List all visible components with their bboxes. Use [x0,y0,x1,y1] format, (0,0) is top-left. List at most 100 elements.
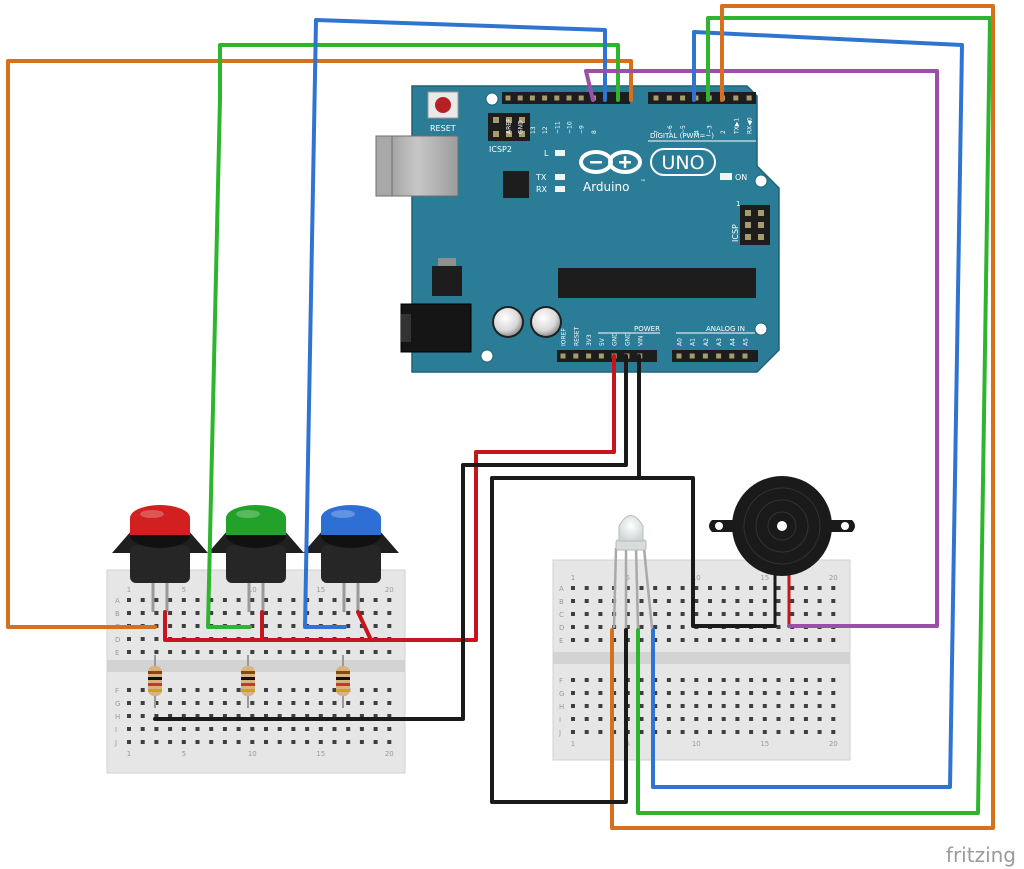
breadboard-hole [250,714,255,718]
breadboard-hole [277,701,282,705]
header-pin [529,95,535,101]
icsp2-label: ICSP2 [489,145,512,154]
breadboard-hole [318,688,323,692]
breadboard-hole [250,701,255,705]
breadboard-hole [639,730,644,734]
push-button-green[interactable] [208,505,304,612]
breadboard-col-label: 5 [182,750,186,758]
breadboard-hole [612,717,617,721]
breadboard-hole [346,701,351,705]
breadboard-hole [318,714,323,718]
push-button-red[interactable] [112,505,208,612]
breadboard-hole [236,740,241,744]
breadboard-hole [264,727,268,731]
breadboard-hole [666,625,671,629]
breadboard-hole [140,727,145,731]
breadboard-hole [666,691,671,695]
power-jack [400,303,472,353]
breadboard-hole [762,691,767,695]
wire-red-5v [163,354,616,642]
breadboard-hole [264,650,268,654]
breadboard-hole [291,727,296,731]
breadboard-hole [236,727,241,731]
breadboard-hole [735,678,740,682]
header-pin [578,95,584,101]
breadboard-hole [140,650,145,654]
breadboard-hole [790,717,795,721]
breadboard-row-label: B [559,598,564,606]
breadboard-hole [790,730,795,734]
breadboard-hole [277,688,282,692]
breadboard-hole [127,727,131,731]
breadboard-hole [790,612,795,616]
breadboard-hole [584,625,589,629]
pin-label: 3V3 [586,334,593,346]
breadboard-hole [305,740,310,744]
breadboard-hole [250,624,255,628]
breadboard-hole [359,624,364,628]
breadboard-hole [735,717,740,721]
breadboard-hole [790,691,795,695]
breadboard-hole [195,650,200,654]
breadboard-hole [359,740,364,744]
breadboard-hole [790,599,795,603]
reset-button[interactable] [427,91,459,119]
breadboard-hole [735,638,740,642]
fritzing-watermark: fritzing [946,843,1016,867]
breadboard-hole [571,678,575,682]
wire-blue-pin4 [651,30,964,789]
breadboard-hole [735,730,740,734]
breadboard-hole [803,730,808,734]
breadboard-hole [332,598,337,602]
breadboard-hole [154,611,159,615]
wire-red-5v-branch [356,610,373,642]
breadboard-hole [666,704,671,708]
breadboard-row-label: D [115,636,120,644]
breadboard-hole [209,740,214,744]
wire-blue-pin10 [303,18,607,629]
breadboard-hole [762,678,767,682]
breadboard-hole [264,701,268,705]
breadboard-hole [817,678,822,682]
breadboard-hole [749,638,754,642]
breadboard-hole [749,730,754,734]
l-label: L [544,149,549,158]
breadboard-col-label: 20 [385,586,394,594]
icsp-label: ICSP [731,224,740,242]
breadboard-row-label: I [559,716,561,724]
breadboard-hole [708,717,712,721]
breadboard-hole [776,612,781,616]
breadboard-hole [236,714,241,718]
breadboard-col-label: 1 [127,586,131,594]
breadboard-hole [666,638,671,642]
resistor [148,655,162,708]
breadboard-hole [222,740,227,744]
push-button-blue[interactable] [303,505,399,612]
breadboard-hole [181,701,186,705]
breadboard-hole [168,650,173,654]
breadboard-hole [250,650,255,654]
breadboard-hole [127,701,131,705]
breadboard-hole [209,688,214,692]
breadboard-hole [236,650,241,654]
pin-label: ~9 [579,125,586,134]
breadboard-hole [332,714,337,718]
pin-label: 4 [693,130,700,134]
breadboard-hole [373,714,378,718]
breadboard-hole [584,599,589,603]
header-pin [598,353,604,359]
breadboard-row-label: D [559,624,564,632]
breadboard-hole [666,599,671,603]
breadboard-hole [195,611,200,615]
breadboard-hole [387,701,392,705]
header-pin [554,95,560,101]
breadboard-hole [666,586,671,590]
breadboard-hole [776,678,781,682]
breadboard-hole [584,691,589,695]
breadboard-col-label: 10 [692,740,701,748]
breadboard-hole [373,598,378,602]
breadboard-col-label: 10 [248,750,257,758]
breadboard-hole [571,717,575,721]
breadboard-hole [291,740,296,744]
